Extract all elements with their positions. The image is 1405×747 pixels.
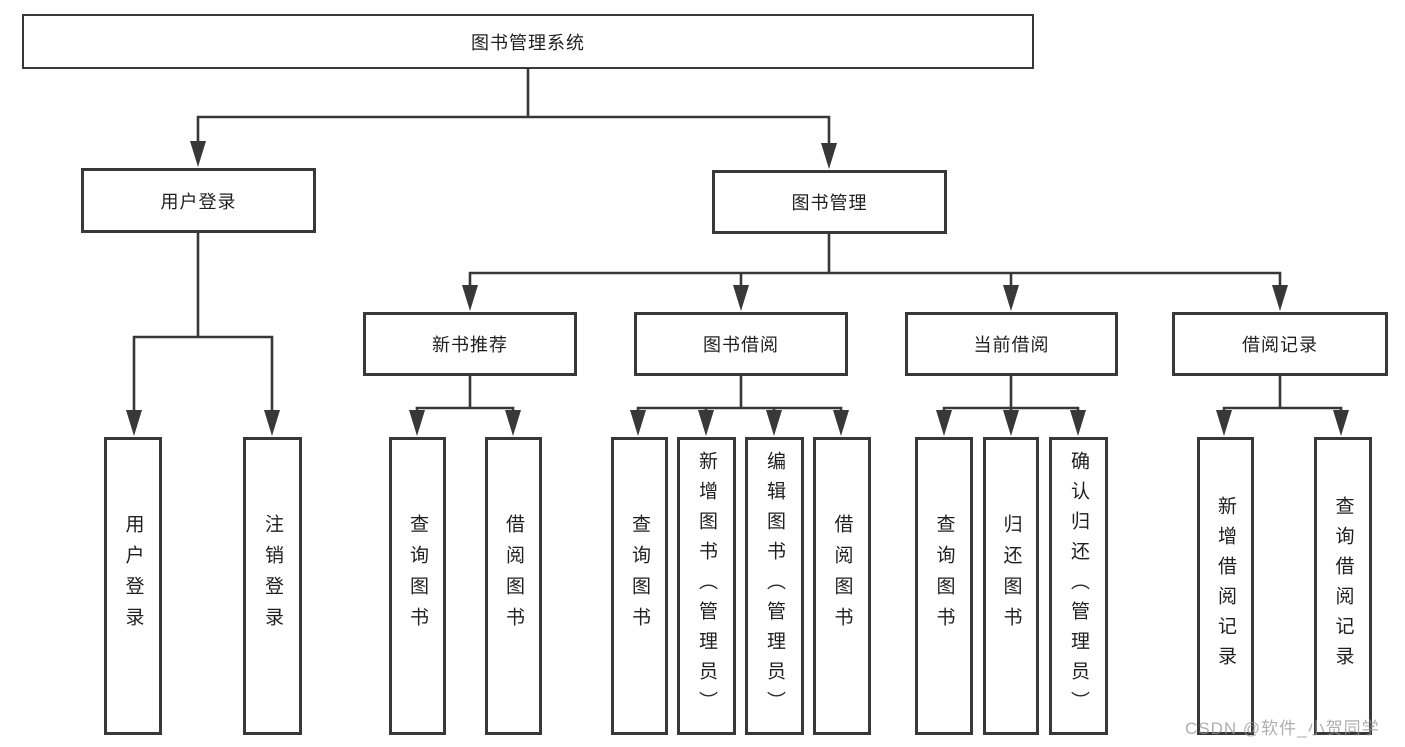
leaf-user-login: 用户登录: [104, 437, 162, 735]
leaf-edit-books-admin: 编辑图书（管理员）: [745, 437, 804, 735]
node-label: 查询图书: [407, 514, 428, 638]
node-label: 新增图书（管理员）: [696, 451, 717, 721]
connector-bookmgmt-to-level3: [468, 232, 1282, 292]
node-label: 图书管理系统: [471, 32, 585, 53]
leaf-logout: 注销登录: [243, 437, 302, 735]
node-label: 借阅图书: [831, 514, 853, 638]
node-borrow-records: 借阅记录: [1172, 312, 1388, 376]
node-label: 借阅图书: [503, 514, 524, 638]
node-label: 查询图书: [629, 514, 650, 638]
leaf-confirm-return-admin: 确认归还（管理员）: [1049, 437, 1108, 735]
connector-root-to-level2: [196, 67, 831, 149]
node-label: 用户登录: [122, 514, 144, 638]
connector-newrec-to-leaves: [415, 375, 515, 416]
leaf-add-books-admin: 新增图书（管理员）: [677, 437, 736, 735]
connector-bookborrow-to-leaves: [636, 375, 843, 416]
node-label: 新书推荐: [432, 335, 508, 355]
connector-borrowrec-to-leaves: [1222, 375, 1343, 416]
leaf-query-books-borrowing: 查询图书: [611, 437, 668, 735]
leaf-borrow-books-recommend: 借阅图书: [485, 437, 542, 735]
node-book-management: 图书管理: [712, 170, 947, 234]
node-label: 图书管理: [791, 193, 868, 213]
node-label: 确认归还（管理员）: [1068, 451, 1089, 721]
node-new-book-recommend: 新书推荐: [363, 312, 577, 376]
leaf-return-books: 归还图书: [983, 437, 1039, 735]
node-label: 当前借阅: [973, 335, 1050, 355]
node-label: 图书借阅: [703, 335, 779, 355]
node-label: 编辑图书（管理员）: [764, 451, 785, 721]
node-user-login: 用户登录: [81, 168, 316, 233]
leaf-query-books-current: 查询图书: [915, 437, 973, 735]
node-label: 用户登录: [160, 191, 237, 212]
node-label: 借阅记录: [1242, 335, 1318, 355]
leaf-borrow-books-borrowing: 借阅图书: [813, 437, 871, 735]
node-root-system: 图书管理系统: [22, 14, 1034, 69]
connector-userlogin-to-leaves: [132, 231, 274, 416]
node-label: 查询图书: [933, 514, 955, 638]
node-label: 归还图书: [1000, 514, 1022, 638]
leaf-add-borrow-record: 新增借阅记录: [1197, 437, 1254, 735]
watermark: CSDN @软件_小贺同学: [1185, 719, 1380, 738]
leaf-query-borrow-record: 查询借阅记录: [1314, 437, 1372, 735]
node-book-borrowing: 图书借阅: [634, 312, 848, 376]
node-label: 注销登录: [262, 514, 283, 638]
node-current-borrowing: 当前借阅: [905, 312, 1118, 376]
node-label: 新增借阅记录: [1215, 496, 1236, 676]
node-label: 查询借阅记录: [1332, 496, 1354, 676]
leaf-query-books-recommend: 查询图书: [389, 437, 446, 735]
connector-curborrow-to-leaves: [942, 375, 1080, 416]
